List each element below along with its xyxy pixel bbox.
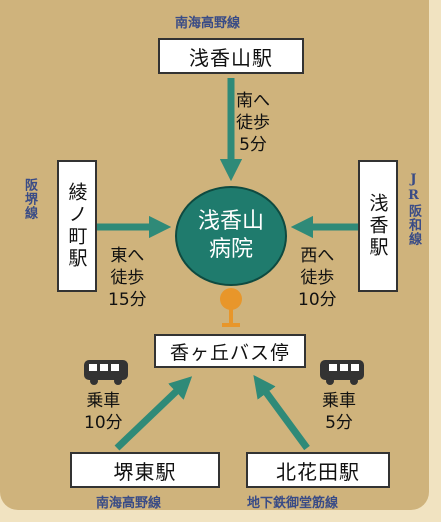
bus-ride-text: 5分	[325, 413, 353, 433]
station-kitahanada: 北花田駅	[246, 452, 390, 488]
bus-icon	[84, 360, 128, 385]
directions-right: 西へ 徒歩 10分	[298, 245, 337, 311]
hospital-name-line2: 病院	[208, 237, 253, 262]
direction-text: 西へ	[300, 246, 335, 266]
station-ayanocho: 綾ノ町駅	[57, 160, 97, 292]
direction-text: 南へ	[236, 91, 270, 111]
bus-icon	[320, 360, 364, 385]
directions-top: 南へ 徒歩 5分	[236, 90, 270, 156]
line-label-hankai: 阪堺線	[22, 178, 37, 220]
hospital-asakayama: 浅香山 病院	[175, 186, 287, 286]
line-label-midosuji: 地下鉄御堂筋線	[247, 496, 339, 511]
directions-left: 東へ 徒歩 15分	[108, 245, 147, 311]
arrow-icon	[114, 376, 193, 451]
direction-text: 15分	[108, 290, 147, 310]
line-label-nankai-koya-bottom: 南海高野線	[96, 496, 162, 511]
direction-text: 徒歩	[110, 268, 145, 288]
line-label-nankai-koya-top: 南海高野線	[175, 16, 241, 31]
arrow-icon	[253, 374, 310, 451]
bus-ride-left: 乗車 10分	[84, 390, 123, 434]
bus-ride-right: 乗車 5分	[322, 390, 356, 434]
bus-stop-sign-icon	[220, 288, 242, 327]
direction-text: 徒歩	[236, 113, 270, 133]
line-label-jr-hanwa: JR阪和線	[406, 172, 421, 246]
station-asakayama: 浅香山駅	[158, 38, 304, 74]
hospital-name-line1: 浅香山	[197, 209, 264, 234]
direction-text: 5分	[239, 135, 267, 155]
direction-text: 東へ	[110, 246, 145, 266]
station-asaka: 浅香駅	[358, 160, 398, 292]
direction-text: 徒歩	[300, 268, 335, 288]
bus-ride-text: 乗車	[86, 391, 121, 411]
bus-stop-kougaoka: 香ヶ丘バス停	[154, 334, 306, 368]
bus-ride-text: 10分	[84, 413, 123, 433]
direction-text: 10分	[298, 290, 337, 310]
station-sakaihigashi: 堺東駅	[70, 452, 220, 488]
bus-ride-text: 乗車	[322, 391, 356, 411]
